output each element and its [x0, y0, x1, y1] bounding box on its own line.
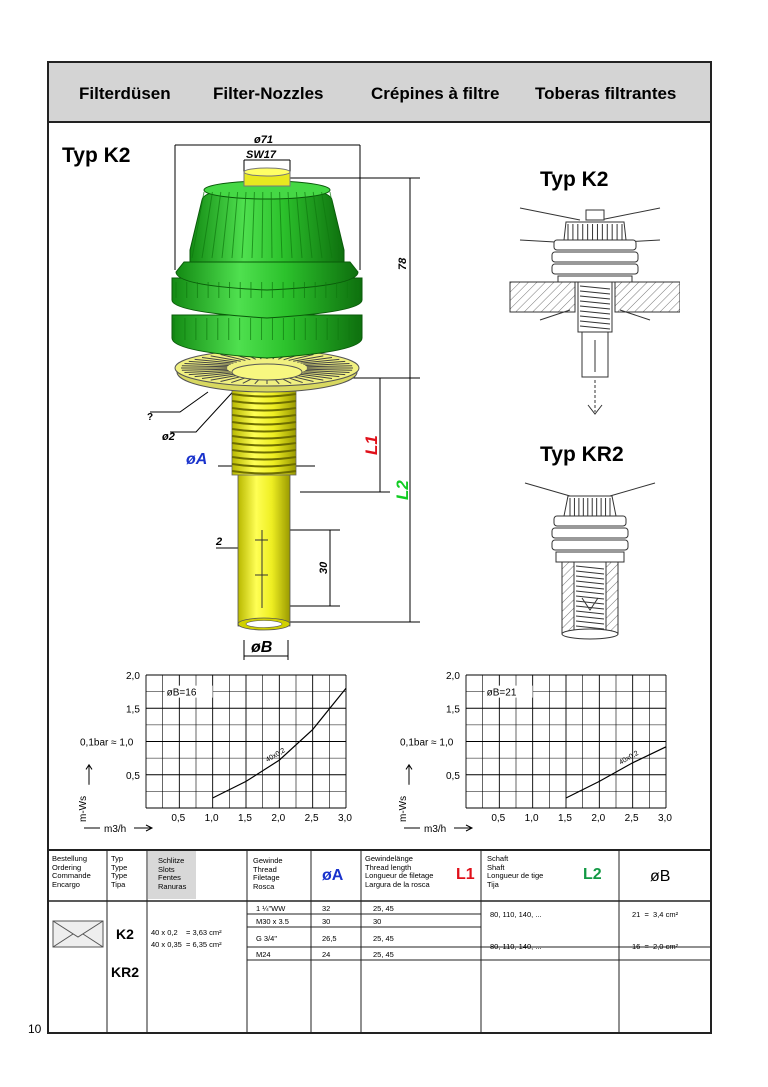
kr2-installation-drawing — [524, 482, 656, 640]
k2-installation-drawing — [509, 207, 680, 415]
y-tick-label: 0,5 — [126, 771, 140, 782]
col-ordering-header: Bestellung Ordering Commande Encargo — [52, 854, 91, 889]
col-oA-header: øA — [322, 867, 344, 884]
y-ref-label: 0,1bar ≈ 1,0 — [400, 738, 454, 749]
x-axis-arrow — [404, 824, 474, 832]
length-row-2: 30 — [373, 917, 382, 926]
col-thread-header: Gewinde Thread Filetage Rosca — [253, 856, 283, 891]
y-tick-label: 2,0 — [126, 671, 140, 682]
chart-right: 0,5 1,0 1,5 2,0 2,5 3,0 0,5 1,5 2,0 0,1bar ≈ 1,0 ø… — [398, 671, 672, 835]
col-shaft-header: Schaft Shaft Longueur de tige Tija — [487, 854, 544, 889]
x-tick-label: 1,5 — [558, 813, 572, 824]
title-es: Toberas filtrantes — [535, 84, 677, 103]
label-o2: ø2 — [162, 431, 175, 443]
thread-row-2: M30 x 3.5 — [256, 917, 289, 926]
page-frame — [47, 61, 712, 1034]
x-tick-label: 2,5 — [625, 813, 639, 824]
x-tick-label: 2,0 — [591, 813, 605, 824]
x-tick-label: 1,5 — [238, 813, 252, 824]
order-table — [49, 849, 710, 1033]
oB-row-1: 21 = 3,4 cm² — [632, 910, 679, 919]
y-axis-label: m-Ws — [398, 796, 409, 822]
curve-label: 40x0,2 — [265, 747, 287, 764]
col-L1-header: L1 — [456, 866, 475, 883]
page-number: 10 — [28, 1022, 42, 1036]
legend-label: øB=21 — [487, 688, 517, 699]
type-k2: K2 — [116, 926, 134, 942]
series-line — [565, 746, 667, 799]
type-kr2: KR2 — [111, 964, 140, 980]
thread-row-3: G 3/4" — [256, 934, 278, 943]
length-row-3: 25, 45 — [373, 934, 394, 943]
label-question: ? — [147, 412, 153, 423]
x-axis-label: m3/h — [104, 824, 126, 835]
col-L2-header: L2 — [583, 866, 602, 883]
header-bar: Filterdüsen Filter-Nozzles Crépines à fi… — [49, 63, 710, 123]
dim-height: 78 — [397, 257, 409, 270]
y-tick-label: 1,5 — [446, 704, 460, 715]
x-tick-label: 2,5 — [305, 813, 319, 824]
x-tick-label: 2,0 — [271, 813, 285, 824]
label-oB: øB — [251, 639, 272, 656]
x-tick-label: 3,0 — [338, 813, 352, 824]
thread-row-1: 1 ¼"WW — [256, 904, 286, 913]
type-label-kr2: Typ KR2 — [540, 443, 624, 466]
title-fr: Crépines à filtre — [371, 84, 500, 103]
type-label-k2: Typ K2 — [540, 168, 609, 191]
oB-row-2: 16 = 2,0 cm² — [632, 942, 679, 951]
legend-bg — [164, 685, 213, 698]
type-label-main: Typ K2 — [62, 144, 131, 167]
oA-row-4: 24 — [322, 950, 331, 959]
slots-row-1: 40 x 0,2 = 3,63 cm² — [151, 928, 222, 937]
chart-left: 0,5 1,0 1,5 2,0 2,5 3,0 0,5 1,5 2,0 0,1bar ≈ 1,0 ø… — [78, 671, 352, 835]
envelope-icon — [52, 920, 104, 948]
label-oA: øA — [186, 451, 207, 468]
length-row-1: 25, 45 — [373, 904, 394, 913]
y-axis-arrow — [85, 763, 93, 785]
shaft-row-1: 80, 110, 140, ... — [490, 910, 542, 919]
y-axis-label: m-Ws — [78, 796, 89, 822]
label-L2: L2 — [393, 480, 412, 500]
x-tick-label: 0,5 — [171, 813, 185, 824]
col-type-header: Typ Type Type Tipa — [111, 854, 128, 889]
y-tick-label: 1,5 — [126, 704, 140, 715]
x-tick-label: 0,5 — [491, 813, 505, 824]
dim-slot-width: 2 — [215, 536, 222, 548]
legend-label: øB=16 — [167, 688, 197, 699]
thread-row-4: M24 — [256, 950, 271, 959]
x-tick-label: 3,0 — [658, 813, 672, 824]
col-thread-length-header: Gewindelänge Thread length Longueur de f… — [365, 854, 434, 889]
col-oB-header: øB — [650, 868, 671, 885]
dim-slot-length: 30 — [318, 561, 330, 574]
y-tick-label: 0,5 — [446, 771, 460, 782]
dim-diameter: ø71 — [254, 134, 273, 146]
slots-row-2: 40 x 0,35 = 6,35 cm² — [151, 940, 222, 949]
x-tick-label: 1,0 — [205, 813, 219, 824]
y-axis-arrow — [405, 763, 413, 785]
x-tick-label: 1,0 — [525, 813, 539, 824]
oA-row-3: 26,5 — [322, 934, 337, 943]
col-slots-header: Schlitze Slots Fentes Ranuras — [158, 856, 187, 891]
length-row-4: 25, 45 — [373, 950, 394, 959]
x-axis-arrow — [84, 824, 154, 832]
y-ref-label: 0,1bar ≈ 1,0 — [80, 738, 134, 749]
title-de: Filterdüsen — [79, 84, 171, 103]
x-axis-label: m3/h — [424, 824, 446, 835]
dim-wrench: SW17 — [246, 149, 277, 161]
oA-row-2: 30 — [322, 917, 331, 926]
shaft-row-2: 80, 110, 140, ... — [490, 942, 542, 951]
legend-bg — [484, 685, 533, 698]
label-L1: L1 — [362, 435, 381, 455]
title-en: Filter-Nozzles — [213, 84, 324, 103]
oA-row-1: 32 — [322, 904, 331, 913]
y-tick-label: 2,0 — [446, 671, 460, 682]
